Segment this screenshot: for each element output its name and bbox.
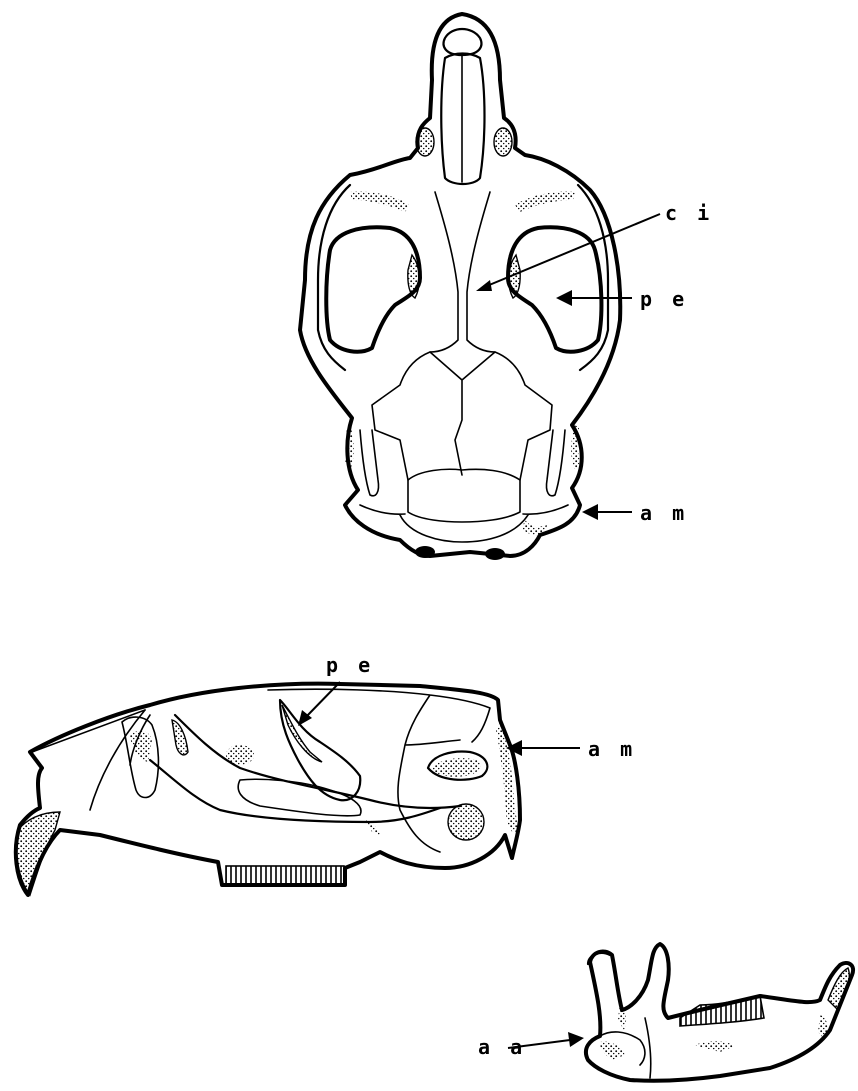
label-am-dorsal: a m [582, 501, 688, 525]
lateral-zygoma-lower [150, 760, 440, 822]
dorsal-parietal-sutures [372, 352, 552, 480]
dorsal-right-nub [494, 128, 512, 156]
am-dorsal-label: a m [640, 501, 688, 525]
dorsal-right-side-stipple [571, 425, 580, 470]
lateral-incisor [17, 812, 61, 895]
pe-dorsal-arrowhead [556, 290, 572, 306]
dorsal-right-orbit [508, 227, 601, 351]
mandible-body-stipple [694, 1041, 735, 1052]
dorsal-left-brow-stipple [350, 192, 410, 212]
mandible-view [586, 944, 853, 1081]
lateral-orbit [280, 700, 360, 800]
dorsal-right-condyle [485, 548, 505, 560]
lateral-molar-row [226, 866, 344, 884]
dorsal-right-brow-stipple [515, 192, 575, 212]
dorsal-view-skull [300, 14, 620, 560]
mandible-angle-stipple [600, 1042, 625, 1060]
lateral-bulla-stipple [432, 758, 480, 777]
label-am-lateral: a m [506, 737, 636, 761]
lateral-tympanic-ring [448, 804, 484, 840]
dorsal-left-orbit [326, 227, 420, 351]
lateral-premaxilla [90, 710, 150, 810]
ci-arrowhead [476, 280, 492, 291]
dorsal-left-process [360, 430, 379, 496]
pe-lateral-leader-line [305, 682, 340, 718]
lateral-front-stipple [130, 731, 152, 762]
dorsal-interparietal [408, 469, 520, 522]
ci-label: c i [665, 201, 713, 225]
lateral-small-stipple [365, 818, 380, 835]
am-dorsal-arrowhead [582, 504, 598, 520]
dorsal-frontal-left-suture [430, 192, 458, 352]
dorsal-nasal-tip [444, 29, 482, 55]
dorsal-skull-outline [300, 14, 620, 556]
mandible-molar-row [680, 996, 764, 1026]
lateral-zygomatic-arch [175, 715, 460, 808]
ci-leader-line [482, 214, 660, 288]
aa-arrowhead [568, 1032, 584, 1047]
pe-lateral-label: p e [326, 653, 374, 677]
label-aa: a a [478, 1032, 584, 1059]
dorsal-frontal-right-suture [467, 192, 495, 352]
lateral-skull-outline [16, 684, 520, 895]
am-lateral-label: a m [588, 737, 636, 761]
lateral-center-stipple [226, 745, 254, 765]
pe-dorsal-label: p e [640, 287, 688, 311]
dorsal-nasal-bones [441, 54, 484, 185]
dorsal-left-condyle [415, 546, 435, 558]
lateral-view-skull [16, 684, 520, 895]
dorsal-left-nub [416, 128, 434, 156]
mandible-front-stipple [818, 1015, 828, 1040]
dorsal-right-process [546, 430, 565, 496]
